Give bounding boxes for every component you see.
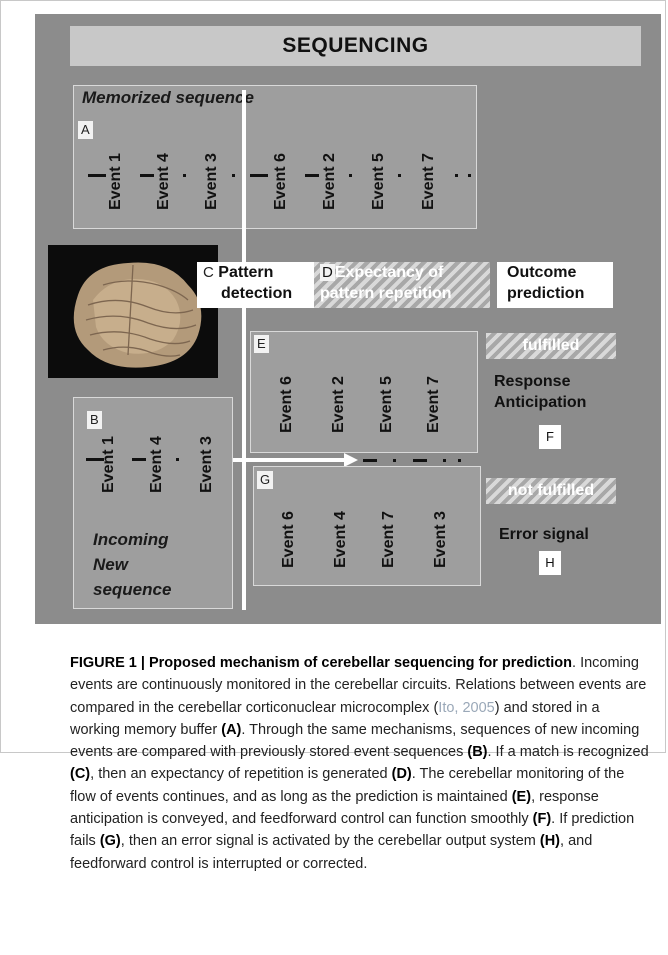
sequence-dot — [232, 174, 235, 177]
response-anticipation-label: Response Anticipation — [494, 371, 586, 413]
box-d-letter: D — [320, 264, 335, 281]
figure-label: FIGURE 1 | Proposed mechanism of cerebel… — [70, 655, 573, 671]
sequence-dash — [413, 459, 427, 462]
sequence-dot — [349, 174, 352, 177]
sequence-dash — [140, 174, 154, 177]
event-label: Event 3 — [198, 436, 215, 493]
event-label: Event 3 — [203, 153, 220, 210]
outcome-line2: prediction — [507, 285, 585, 302]
caption-text: . If a match is recognized — [487, 744, 649, 761]
caption-text: , then an error signal is activated by t… — [120, 833, 540, 850]
box-h-letter: H — [539, 551, 561, 575]
box-f-letter: F — [539, 425, 561, 449]
caption-ref: (A) — [221, 721, 242, 738]
box-g-letter: G — [257, 471, 274, 489]
event-label: Event 5 — [370, 153, 387, 210]
sequence-dot — [455, 174, 458, 177]
caption-text: ) and stored in a working memory buffer — [70, 699, 600, 738]
event-label: Event 4 — [155, 153, 172, 210]
sequence-dash — [363, 459, 377, 462]
not-fulfilled-tag: not fulfilled — [486, 478, 616, 504]
event-label: Event 7 — [420, 153, 437, 210]
outcome-prediction-box: Outcome prediction — [497, 262, 613, 308]
sequence-dot — [176, 458, 179, 461]
event-label: Event 7 — [425, 376, 442, 433]
sequence-dot — [443, 459, 446, 462]
event-label: Event 1 — [100, 436, 117, 493]
event-label: Event 6 — [278, 376, 295, 433]
memorized-sequence-label: Memorized sequence — [82, 88, 254, 107]
prediction-fails-box — [253, 466, 481, 586]
fulfilled-tag: fulfilled — [486, 333, 616, 359]
caption-ref: (F) — [532, 811, 552, 828]
sequence-dot — [183, 174, 186, 177]
pattern-detection-box: C Pattern detection — [197, 262, 315, 308]
sequence-dash — [250, 174, 268, 177]
connector-horizontal-line — [208, 458, 350, 462]
event-label: Event 4 — [148, 436, 165, 493]
box-e-letter: E — [254, 335, 269, 353]
caption-ref: (B) — [467, 744, 488, 761]
event-label: Event 2 — [321, 153, 338, 210]
pattern-detection-line2: detection — [221, 285, 293, 302]
box-a-letter: A — [78, 121, 93, 139]
citation-link[interactable]: Ito, 2005 — [438, 699, 495, 716]
incoming-line2: New — [93, 555, 128, 574]
caption-text: , response anticipation is conveyed, and… — [70, 788, 599, 828]
caption-text: . If prediction fails — [70, 811, 635, 850]
prediction-maintained-box — [250, 331, 478, 453]
sequence-dash — [132, 458, 146, 461]
caption-text: . Incoming events are continuously monit… — [70, 655, 647, 716]
event-label: Event 4 — [332, 511, 349, 568]
connector-vertical-line — [242, 90, 246, 610]
event-label: Event 2 — [330, 376, 347, 433]
caption-text: . Through the same mechanisms, sequences… — [70, 721, 640, 761]
event-label: Event 6 — [280, 511, 297, 568]
response-line2: Anticipation — [494, 394, 587, 411]
figure-frame — [0, 0, 666, 753]
incoming-new-sequence-label: Incoming New sequence — [93, 527, 171, 602]
sequence-dot — [393, 459, 396, 462]
caption-text: , then an expectancy of repetition is ge… — [90, 766, 392, 783]
figure-caption: FIGURE 1 | Proposed mechanism of cerebel… — [70, 652, 650, 875]
pattern-detection-line1: Pattern — [218, 264, 274, 281]
box-b-letter: B — [87, 411, 102, 429]
arrow-right-icon — [344, 453, 358, 467]
caption-ref: (C) — [70, 766, 91, 783]
box-c-letter: C — [203, 264, 214, 281]
event-label: Event 1 — [107, 153, 124, 210]
expectancy-line2: pattern repetition — [320, 285, 452, 302]
caption-ref: (G) — [99, 833, 121, 850]
event-label: Event 5 — [378, 376, 395, 433]
expectancy-line1: Expectancy of — [334, 264, 444, 281]
caption-text: , and feedforward control is interrupted… — [70, 833, 593, 872]
event-label: Event 6 — [272, 153, 289, 210]
event-label: Event 7 — [380, 511, 397, 568]
event-label: Event 3 — [432, 511, 449, 568]
sequence-dash — [86, 458, 104, 461]
sequence-dot — [458, 459, 461, 462]
response-line1: Response — [494, 373, 571, 390]
diagram-title: SEQUENCING — [70, 26, 641, 66]
sequence-dot — [468, 174, 471, 177]
outcome-line1: Outcome — [507, 264, 577, 281]
caption-text: . The cerebellar monitoring of the flow … — [70, 766, 625, 805]
incoming-line1: Incoming — [93, 530, 169, 549]
incoming-line3: sequence — [93, 580, 172, 599]
sequence-dash — [88, 174, 106, 177]
caption-ref: (H) — [539, 833, 561, 850]
caption-ref: (E) — [511, 788, 532, 805]
caption-ref: (D) — [391, 766, 412, 783]
sequence-dash — [305, 174, 319, 177]
incoming-sequence-box — [73, 397, 233, 609]
sequence-dot — [398, 174, 401, 177]
error-signal-label: Error signal — [499, 526, 589, 543]
cerebellum-photo — [48, 245, 218, 378]
memorized-sequence-box — [73, 85, 477, 229]
